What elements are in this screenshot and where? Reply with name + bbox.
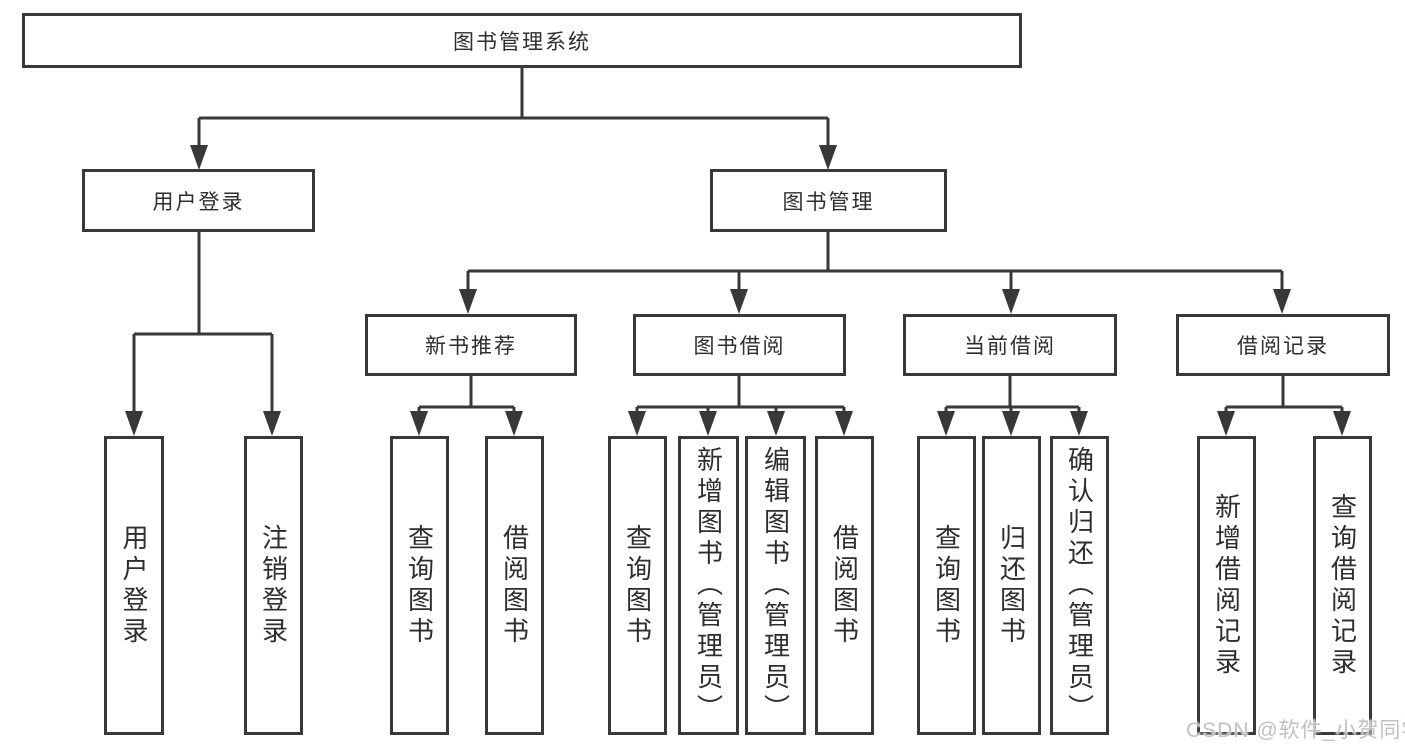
leaf-label: 借阅图书: [499, 523, 530, 648]
leaf-borrow-books-borrow: 借阅图书: [815, 436, 874, 735]
node-current-borrow: 当前借阅: [903, 314, 1117, 376]
leaf-logout: 注销登录: [244, 436, 303, 735]
leaf-query-books-current: 查询图书: [917, 436, 976, 735]
leaf-query-borrow-record: 查询借阅记录: [1313, 436, 1372, 735]
node-label: 图书管理系统: [453, 30, 591, 54]
connector-book-borrow-to-leaves: [628, 375, 853, 436]
node-borrow-records: 借阅记录: [1176, 314, 1390, 376]
leaf-label: 注销登录: [258, 523, 289, 648]
leaf-label: 查询图书: [931, 523, 962, 648]
leaf-return-books: 归还图书: [982, 436, 1041, 735]
leaf-confirm-return-admin: 确认归还（管理员）: [1050, 436, 1109, 735]
node-new-book-recommend: 新书推荐: [365, 314, 577, 376]
leaf-label: 编辑图书（管理员）: [760, 446, 791, 725]
node-label: 图书借阅: [693, 335, 786, 358]
connector-current-borrow-to-leaves: [937, 375, 1088, 436]
csdn-watermark: CSDN @软件_小贺同学: [1186, 719, 1405, 742]
leaf-label: 用户登录: [119, 523, 149, 648]
node-label: 借阅记录: [1237, 335, 1329, 358]
node-label: 新书推荐: [425, 335, 517, 358]
leaf-user-login: 用户登录: [104, 436, 164, 735]
leaf-label: 归还图书: [996, 523, 1027, 648]
leaf-label: 确认归还（管理员）: [1064, 446, 1095, 725]
node-book-management: 图书管理: [710, 169, 947, 232]
leaf-label: 查询借阅记录: [1327, 492, 1358, 679]
connector-new-book-recommend-to-leaves: [410, 375, 523, 436]
leaf-borrow-books-recommend: 借阅图书: [485, 436, 544, 735]
leaf-add-borrow-record: 新增借阅记录: [1197, 436, 1256, 735]
node-label: 用户登录: [152, 190, 245, 214]
leaf-label: 借阅图书: [829, 523, 860, 648]
connector-root-to-level2: [190, 68, 837, 170]
node-library-management-system: 图书管理系统: [22, 13, 1022, 68]
leaf-label: 新增图书（管理员）: [693, 446, 724, 725]
connector-borrow-records-to-leaves: [1217, 375, 1351, 436]
leaf-label: 查询图书: [404, 523, 435, 648]
node-label: 当前借阅: [964, 335, 1056, 358]
leaf-query-books-borrow: 查询图书: [608, 436, 667, 735]
leaf-edit-books-admin: 编辑图书（管理员）: [745, 436, 806, 735]
leaf-query-books-recommend: 查询图书: [390, 436, 449, 735]
leaf-label: 新增借阅记录: [1211, 492, 1242, 679]
node-label: 图书管理: [782, 190, 875, 214]
node-book-borrow: 图书借阅: [633, 314, 846, 376]
node-user-login: 用户登录: [82, 169, 315, 232]
leaf-label: 查询图书: [622, 523, 653, 648]
connector-book-management-to-level3: [459, 232, 1291, 314]
leaf-add-books-admin: 新增图书（管理员）: [678, 436, 739, 735]
connector-user-login-to-leaves: [125, 232, 281, 436]
